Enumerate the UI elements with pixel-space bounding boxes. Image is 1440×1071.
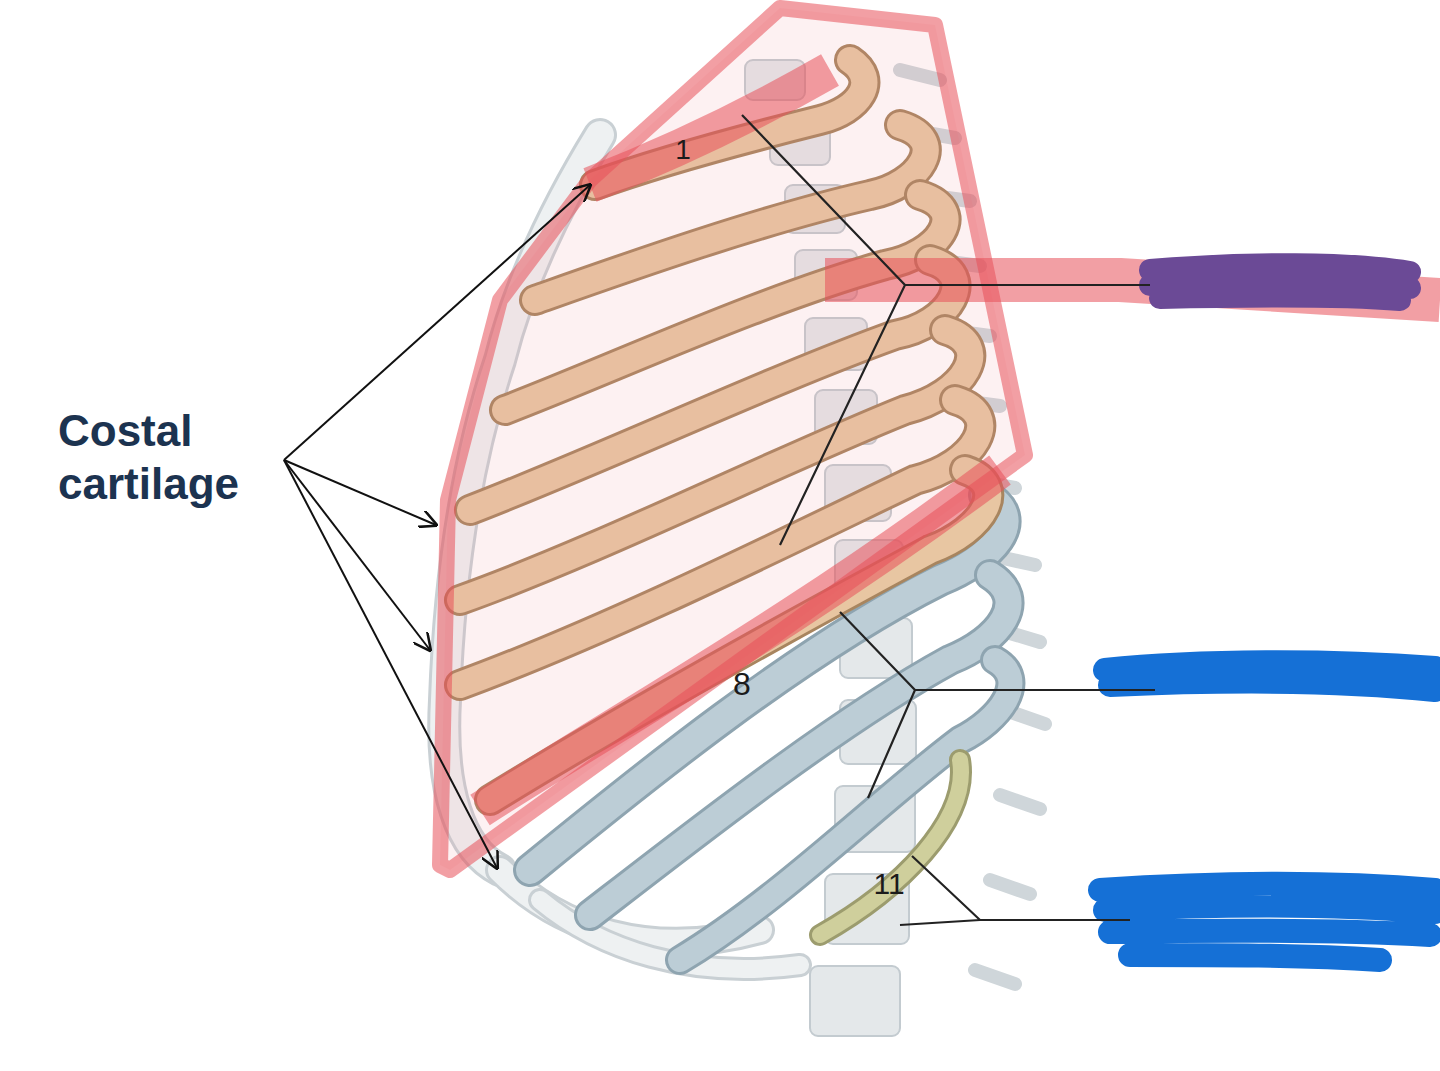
redacted-label xyxy=(1105,662,1435,690)
redacted-label xyxy=(1100,884,1435,960)
floating-ribs xyxy=(820,760,961,935)
true-ribs-highlight xyxy=(440,8,1440,870)
callout-number: 8 xyxy=(725,665,759,703)
pointer-arrows xyxy=(284,185,590,868)
callout-number: 1 xyxy=(668,133,698,167)
callout-number: 11 xyxy=(866,866,912,902)
redacted-label xyxy=(1150,264,1410,300)
leader-lines xyxy=(742,115,1155,925)
part-label: Costal cartilage xyxy=(58,405,288,511)
